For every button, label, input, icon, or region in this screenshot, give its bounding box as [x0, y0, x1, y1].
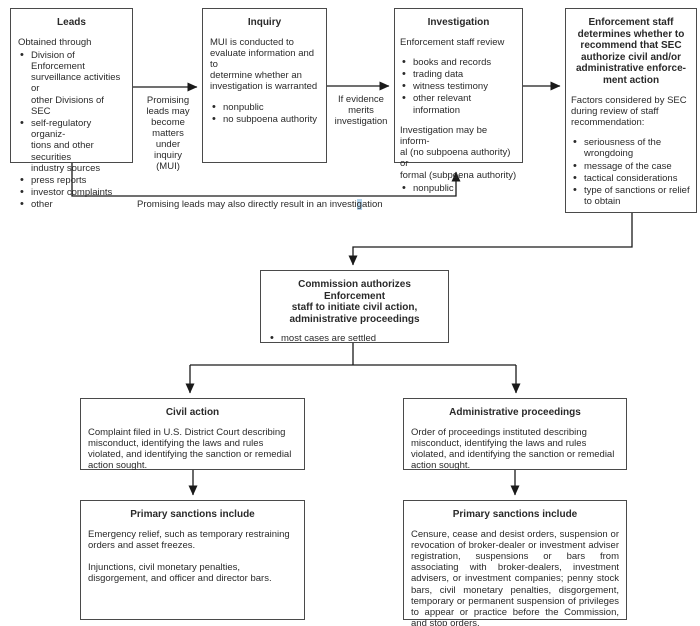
- civil-sanctions-para1: Emergency relief, such as temporary rest…: [88, 528, 290, 551]
- investigation-note: Investigation may be inform- al (no subp…: [400, 124, 517, 181]
- investigation-box: Investigation Enforcement staff review b…: [394, 8, 523, 195]
- admin-sanctions-body: Censure, cease and desist orders, suspen…: [411, 528, 619, 626]
- edge-label-direct-text: Promising leads may also directly result…: [137, 199, 357, 210]
- edge-label-mui: Promising leads may become matters under…: [146, 95, 190, 173]
- enforcement-bullet-list: seriousness of the wrongdoing message of…: [571, 136, 691, 207]
- bullet-item: seriousness of the wrongdoing: [571, 136, 691, 159]
- bullet-item: tactical considerations: [571, 172, 691, 185]
- investigation-note-bullet-list: nonpublic: [400, 182, 517, 195]
- bullet-item: nonpublic: [210, 101, 319, 114]
- edge-label-direct-highlighted-char: g: [356, 199, 362, 210]
- bullet-item: message of the case: [571, 160, 691, 173]
- bullet-item: witness testimony: [400, 80, 517, 93]
- inquiry-title: Inquiry: [247, 17, 282, 28]
- inquiry-box: Inquiry MUI is conducted to evaluate inf…: [202, 8, 327, 163]
- civil-sanctions-para2: Injunctions, civil monetary penalties, d…: [88, 562, 272, 585]
- enforcement-decision-box: Enforcement staff determines whether to …: [565, 8, 697, 213]
- bullet-item: self-regulatory organiz- tions and other…: [18, 117, 125, 174]
- administrative-proceedings-body: Order of proceedings instituted describi…: [411, 426, 615, 472]
- investigation-intro: Enforcement staff review: [400, 36, 505, 48]
- inquiry-bullet-list: nonpublic no subpoena authority: [210, 101, 319, 126]
- civil-sanctions-title: Primary sanctions include: [130, 509, 255, 520]
- bullet-item: books and records: [400, 56, 517, 69]
- civil-action-body: Complaint filed in U.S. District Court d…: [88, 426, 292, 472]
- bullet-item: most cases are settled: [268, 332, 441, 345]
- inquiry-intro: MUI is conducted to evaluate information…: [210, 36, 318, 93]
- administrative-proceedings-box: Administrative proceedings Order of proc…: [403, 398, 627, 472]
- commission-bullet-list: most cases are settled: [268, 332, 441, 345]
- bullet-item: other relevant information: [400, 92, 517, 115]
- admin-sanctions-title: Primary sanctions include: [452, 509, 578, 520]
- investigation-title: Investigation: [427, 17, 490, 28]
- civil-action-box: Civil action Complaint filed in U.S. Dis…: [80, 398, 305, 472]
- investigation-bullet-list: books and records trading data witness t…: [400, 56, 517, 116]
- edge-label-direct-investigation: Promising leads may also directly result…: [137, 199, 383, 210]
- commission-title: Commission authorizes Enforcement staff …: [289, 279, 420, 325]
- bullet-item: nonpublic: [400, 182, 517, 195]
- bullet-item: other: [18, 198, 125, 211]
- bullet-item: investor complaints: [18, 186, 125, 199]
- arrow-leads-direct-to-investigation: [71, 163, 461, 197]
- leads-intro: Obtained through: [18, 36, 92, 48]
- civil-action-title: Civil action: [165, 407, 220, 418]
- enforcement-decision-title: Enforcement staff determines whether to …: [575, 17, 687, 86]
- leads-bullet-list: Division of Enforcement surveillance act…: [18, 49, 125, 212]
- leads-box: Leads Obtained through Division of Enfor…: [10, 8, 133, 212]
- edge-label-direct-text: ation: [361, 199, 383, 210]
- bullet-item: trading data: [400, 68, 517, 81]
- administrative-proceedings-title: Administrative proceedings: [449, 407, 581, 418]
- bullet-item: press reports: [18, 174, 125, 187]
- edge-label-evidence: If evidence merits investigation: [334, 94, 388, 128]
- enforcement-factors-intro: Factors considered by SEC during review …: [571, 94, 687, 128]
- commission-box: Commission authorizes Enforcement staff …: [260, 270, 449, 346]
- admin-sanctions-box: Primary sanctions include Censure, cease…: [403, 500, 627, 626]
- civil-sanctions-box: Primary sanctions include Emergency reli…: [80, 500, 305, 620]
- bullet-item: type of sanctions or relief to obtain: [571, 184, 691, 207]
- bullet-item: no subpoena authority: [210, 113, 319, 126]
- leads-title: Leads: [57, 17, 86, 28]
- bullet-item: Division of Enforcement surveillance act…: [18, 49, 125, 117]
- arrow-enforcement-to-commission: [348, 213, 633, 266]
